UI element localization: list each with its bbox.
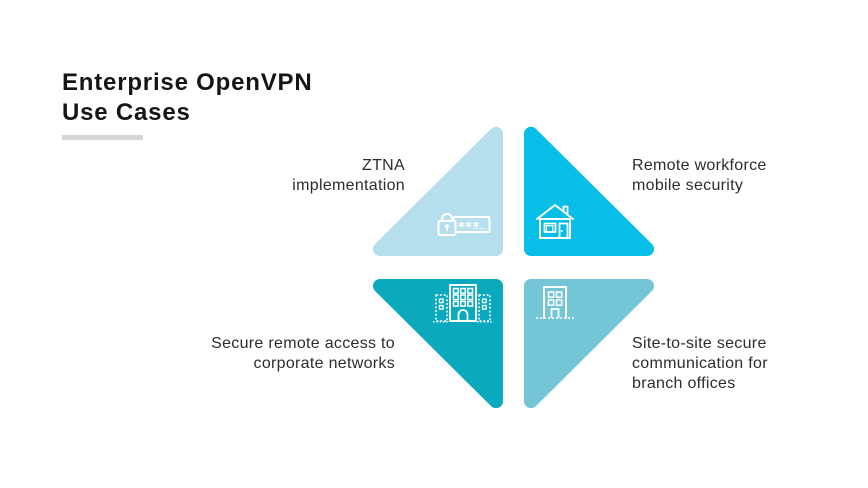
corporate-buildings-icon	[433, 284, 493, 323]
branch-office-icon	[536, 286, 574, 319]
quadrant-triangle-ztna	[373, 126, 503, 256]
quadrant-label-secure-remote-access: Secure remote access to corporate networ…	[211, 335, 395, 372]
quadrant-triangle-site-to-site	[524, 279, 654, 409]
title-underline	[62, 135, 143, 140]
house-icon	[536, 204, 574, 239]
password-mask-text: ***	[458, 221, 480, 236]
quadrant-label-remote-workforce: Remote workforce mobile security	[632, 157, 767, 194]
quadrant-label-site-to-site: Site-to-site secure communication for br…	[632, 335, 768, 392]
quadrant-triangle-remote-workforce	[524, 126, 654, 256]
page-title: Enterprise OpenVPN Use Cases	[62, 69, 313, 126]
lock-password-icon: ***	[437, 213, 491, 236]
quadrant-label-ztna: ZTNA implementation	[292, 157, 405, 194]
